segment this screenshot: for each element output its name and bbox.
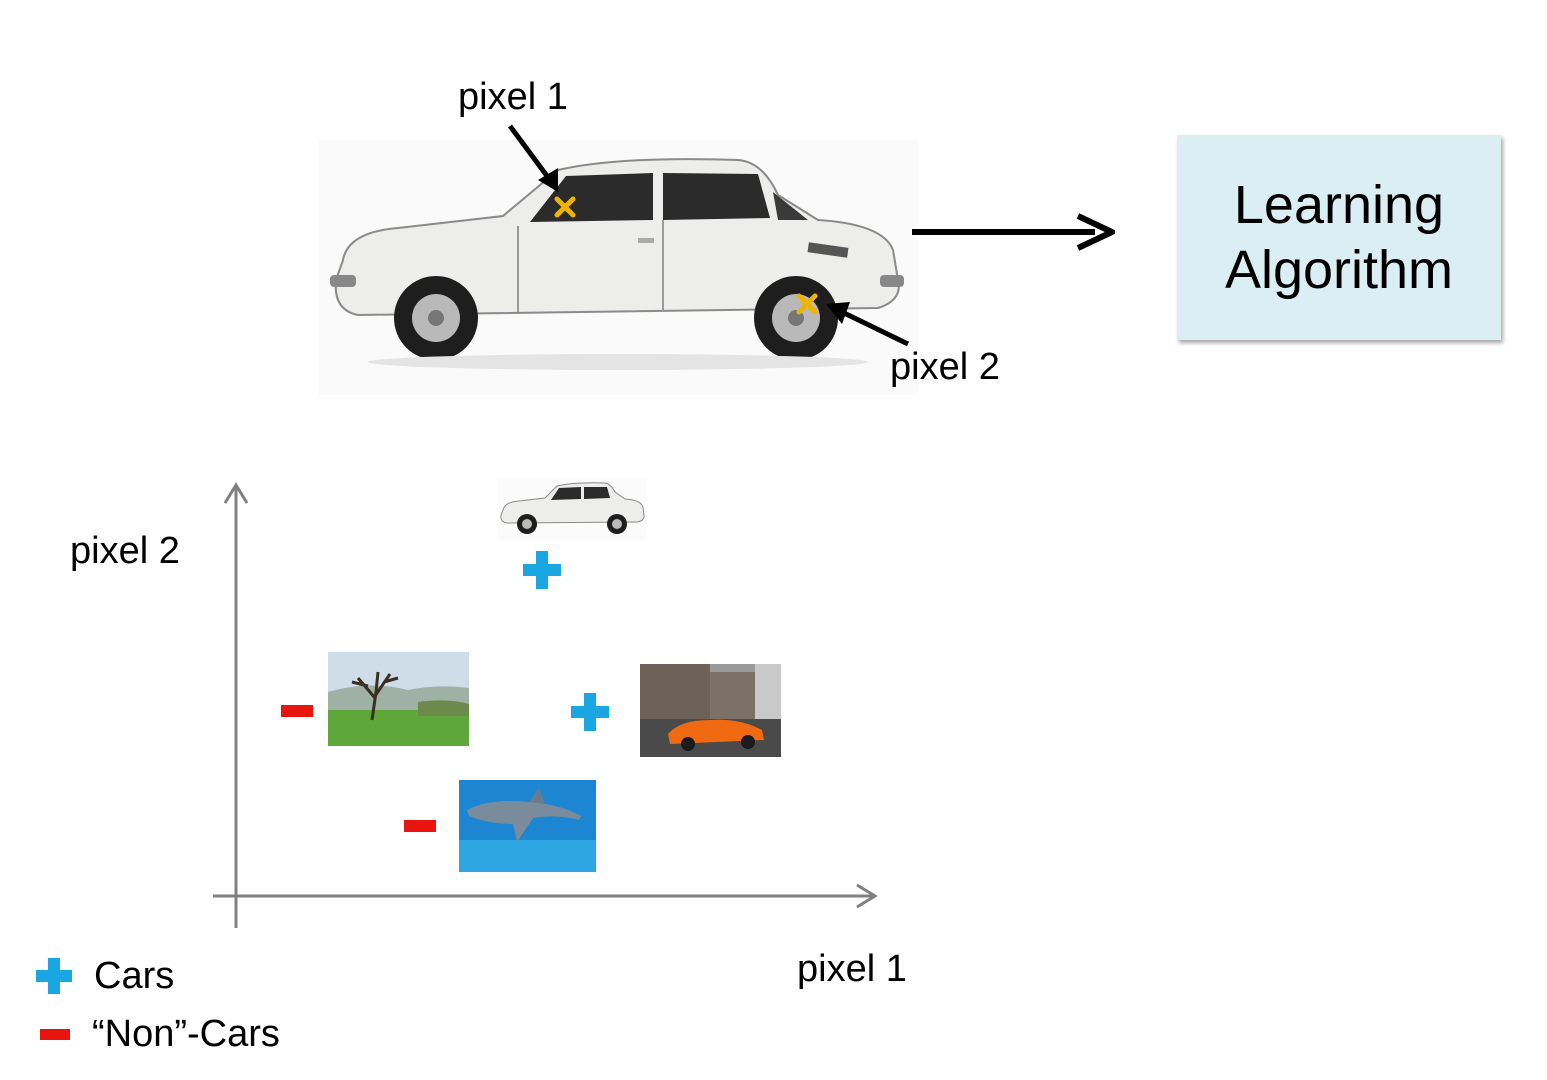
main-car-image xyxy=(318,140,918,395)
feature-plot-axes xyxy=(213,482,878,928)
x-axis-label: pixel 1 xyxy=(797,948,907,990)
flow-arrow xyxy=(912,213,1115,251)
pixel2-label: pixel 2 xyxy=(890,346,1000,388)
point-image-orange-sports-car xyxy=(640,664,781,757)
plus-marker-icon xyxy=(571,693,609,731)
learning-algorithm-box: Learning Algorithm xyxy=(1177,135,1501,340)
legend-item-noncars: “Non”-Cars xyxy=(40,1015,280,1053)
pixel1-pointer-arrow xyxy=(507,124,558,192)
minus-legend-icon xyxy=(40,1029,70,1040)
minus-marker-icon xyxy=(404,820,436,832)
pixel2-pointer-arrow xyxy=(826,302,910,347)
pixel1-label: pixel 1 xyxy=(458,76,568,118)
pixel1-marker-icon xyxy=(554,196,576,218)
point-image-dolphin xyxy=(459,780,596,872)
legend-noncars-label: “Non”-Cars xyxy=(92,1013,280,1055)
algorithm-line1: Learning xyxy=(1233,174,1445,235)
minus-marker-icon xyxy=(281,705,313,717)
legend-cars-label: Cars xyxy=(94,955,175,997)
point-image-tree xyxy=(328,652,469,746)
plus-marker-icon xyxy=(523,551,561,589)
plus-legend-icon xyxy=(36,958,72,994)
legend-item-cars: Cars xyxy=(36,957,174,995)
algorithm-line2: Algorithm xyxy=(1224,239,1454,300)
point-image-white-sedan xyxy=(497,478,647,540)
y-axis-label: pixel 2 xyxy=(70,530,180,572)
pixel2-marker-icon xyxy=(796,293,818,315)
